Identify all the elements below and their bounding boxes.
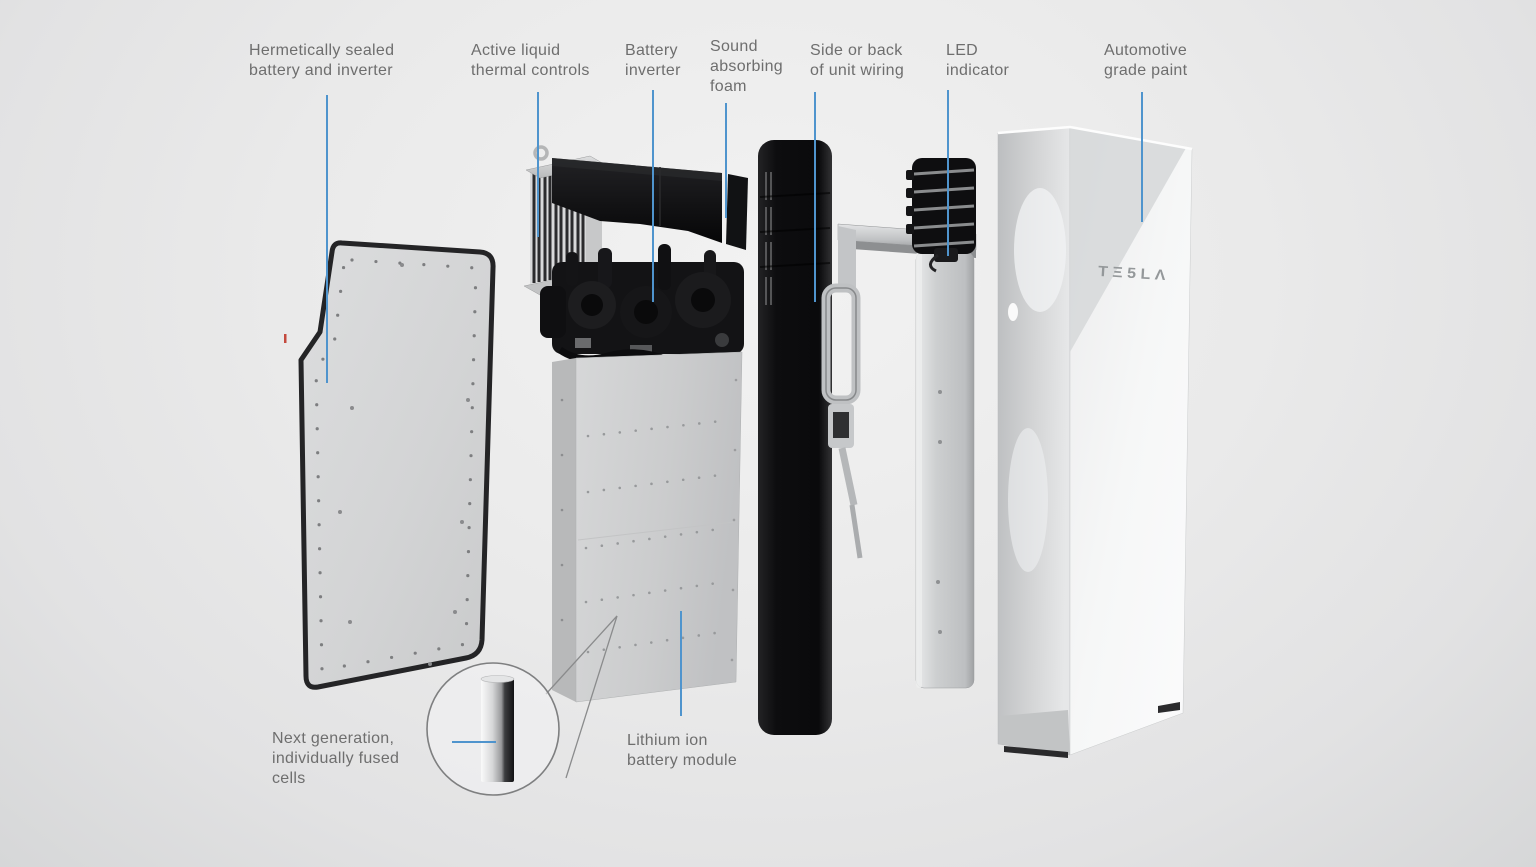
label-line: Hermetically sealed	[249, 42, 395, 59]
led-vent-block	[912, 158, 976, 254]
radiator-hanger-loop	[533, 145, 549, 161]
label-line: Next generation,	[272, 730, 395, 747]
enclosure-foot-right	[1158, 702, 1180, 713]
label-hermetically-sealed: Hermetically sealed battery and inverter	[249, 41, 394, 81]
led-connector	[934, 248, 958, 262]
sound-absorbing-foam	[552, 158, 748, 250]
label-line: grade paint	[1104, 62, 1188, 79]
label-line: individually fused	[272, 750, 400, 767]
label-line: LED	[946, 42, 979, 59]
label-line: Lithium ion	[627, 732, 708, 749]
label-fused-cells: Next generation, individually fused cell…	[272, 729, 399, 789]
label-active-liquid: Active liquid thermal controls	[471, 41, 590, 81]
enclosure-shell	[997, 125, 1193, 758]
label-line: indicator	[946, 62, 1010, 79]
label-sound-foam: Sound absorbing foam	[710, 37, 783, 97]
label-line: Side or back	[810, 42, 903, 59]
label-led-indicator: LED indicator	[946, 41, 1009, 81]
label-line: Sound	[710, 38, 758, 55]
label-line: cells	[272, 770, 306, 787]
battery-inverter-assembly	[540, 244, 744, 368]
battery-module	[552, 351, 743, 703]
red-registration-mark	[284, 334, 287, 343]
label-lithium-module: Lithium ion battery module	[627, 731, 737, 771]
label-line: Automotive	[1104, 42, 1188, 59]
cell-magnifier-callout	[426, 615, 618, 796]
label-line: of unit wiring	[810, 62, 905, 79]
label-line: battery and inverter	[249, 62, 393, 79]
module-rivet-rows	[560, 378, 738, 674]
paint-reflection	[1070, 127, 1186, 352]
label-line: Active liquid	[471, 42, 561, 59]
panel-vent-slots	[765, 172, 772, 305]
label-line: battery module	[627, 752, 738, 769]
column-screws	[936, 390, 942, 634]
label-line: inverter	[625, 62, 681, 79]
label-automotive-paint: Automotive grade paint	[1104, 41, 1187, 81]
label-side-wiring: Side or back of unit wiring	[810, 41, 904, 81]
mounting-hole	[1008, 303, 1018, 321]
label-line: foam	[710, 78, 747, 95]
battery-cell	[481, 678, 514, 782]
hermetic-back-plate	[284, 240, 496, 690]
side-back-wiring-panel	[758, 140, 832, 735]
label-line: thermal controls	[471, 62, 590, 79]
label-line: Battery	[625, 42, 678, 59]
led-wiring-column	[906, 158, 976, 689]
plate-screws	[338, 263, 470, 666]
label-battery-inverter: Battery inverter	[625, 41, 681, 81]
leader-lines	[326, 90, 1143, 743]
label-line: absorbing	[710, 58, 783, 75]
enclosure-foot-left	[1004, 746, 1068, 758]
